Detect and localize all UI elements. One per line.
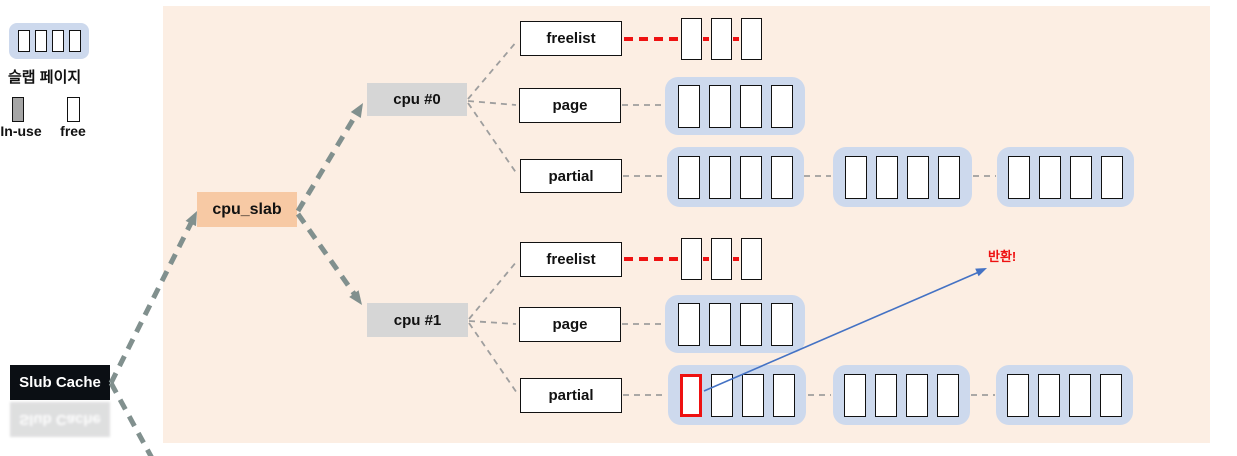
slub-cache-reflection: Slub Cache	[10, 402, 110, 437]
slab-object-cell	[906, 373, 928, 417]
slab-object-cell	[875, 373, 897, 417]
cpu0-freelist-objects	[681, 18, 762, 60]
slab-object-cell	[876, 155, 898, 199]
cpu0-freelist-box: freelist	[520, 21, 622, 56]
slab-object-cell	[770, 302, 793, 346]
slab-object-cell	[34, 30, 47, 52]
slab-object-cell	[1038, 373, 1060, 417]
cpu1-page-box: page	[519, 307, 621, 342]
slab-object-cell	[678, 155, 700, 199]
slab-object-cell	[711, 18, 732, 60]
cpu0-partial-box: partial	[520, 159, 622, 193]
slab-object-cell	[937, 373, 959, 417]
legend-free-label: free	[60, 123, 86, 139]
slab-object-cell	[770, 84, 793, 128]
slab-object-cell	[681, 238, 702, 280]
cpu1-partial-slab-3	[996, 365, 1133, 425]
return-annotation: 반환!	[988, 249, 1017, 264]
cpu1-node: cpu #1	[367, 303, 468, 337]
slab-object-cell	[772, 373, 795, 417]
slab-object-cell	[740, 155, 762, 199]
legend-inuse-swatch	[12, 97, 24, 122]
slab-object-cell	[1008, 155, 1030, 199]
slab-object-cell	[708, 302, 731, 346]
slab-object-cell	[677, 84, 700, 128]
slab-object-cell	[741, 18, 762, 60]
legend-inuse-label: In-use	[0, 123, 42, 139]
cpu0-partial-slab-3	[997, 147, 1134, 207]
slab-object-cell	[708, 84, 731, 128]
slab-object-cell	[709, 155, 731, 199]
slub-cache-node: Slub Cache	[10, 365, 110, 400]
cpu1-partial-box: partial	[520, 378, 622, 413]
cpu0-page-slab	[665, 77, 805, 135]
slab-object-cell	[1007, 373, 1029, 417]
slab-object-cell	[741, 373, 764, 417]
slab-object-cell	[741, 238, 762, 280]
highlighted-returned-object	[679, 373, 702, 417]
slab-object-cell	[938, 155, 960, 199]
slab-object-cell	[1101, 155, 1123, 199]
slab-object-cell	[739, 84, 762, 128]
slab-object-cell	[711, 238, 732, 280]
slab-object-cell	[907, 155, 929, 199]
cpu0-partial-slab-2	[833, 147, 972, 207]
cpu1-partial-slab-1	[668, 365, 806, 425]
slab-object-cell	[1100, 373, 1122, 417]
slab-object-cell	[1039, 155, 1061, 199]
cpu1-page-slab	[665, 295, 805, 353]
cpu-slab-node: cpu_slab	[197, 192, 297, 227]
cpu0-page-box: page	[519, 88, 621, 123]
slab-object-cell	[51, 30, 64, 52]
slab-object-cell	[844, 373, 866, 417]
cpu0-node: cpu #0	[367, 83, 467, 116]
cpu0-partial-slab-1	[667, 147, 804, 207]
slab-object-cell	[710, 373, 733, 417]
slab-object-cell	[739, 302, 762, 346]
slab-object-cell	[681, 18, 702, 60]
legend-free-swatch	[67, 97, 80, 122]
slab-object-cell	[677, 302, 700, 346]
slab-object-cell	[17, 30, 30, 52]
legend-slab-page-label: 슬랩 페이지	[8, 69, 82, 86]
slab-object-cell	[845, 155, 867, 199]
slab-object-cell	[1069, 373, 1091, 417]
cpu1-partial-slab-2	[833, 365, 970, 425]
slab-object-cell	[68, 30, 81, 52]
slab-object-cell	[1070, 155, 1092, 199]
slab-object-cell	[771, 155, 793, 199]
cpu1-freelist-objects	[681, 238, 762, 280]
cpu1-freelist-box: freelist	[520, 242, 622, 277]
legend-slab-page	[9, 23, 89, 59]
